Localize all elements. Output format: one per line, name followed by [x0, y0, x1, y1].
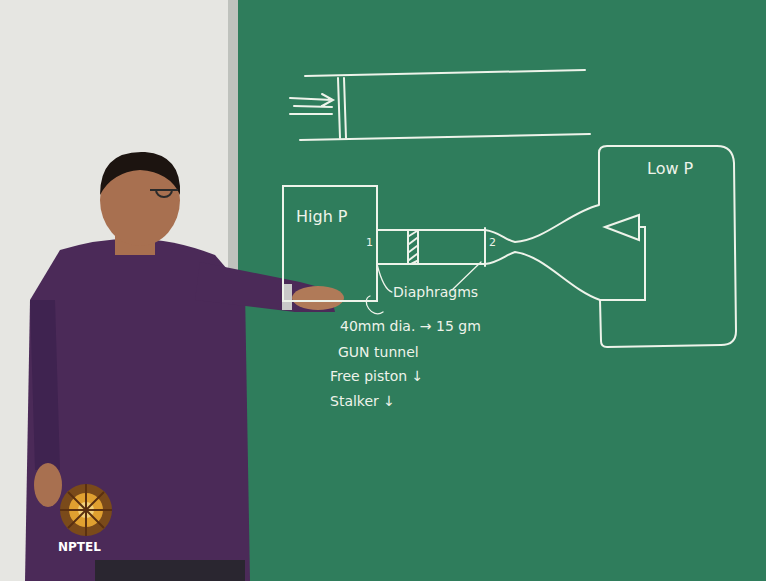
- high-pressure-box: High P: [282, 185, 378, 302]
- push-arrows: [290, 94, 333, 114]
- shock-tube: [378, 228, 485, 266]
- diaphragm-hatch: [409, 231, 417, 264]
- part-label: Diaphragms: [393, 284, 478, 300]
- note: GUN tunnel: [338, 344, 419, 360]
- text-holder: Low P: [647, 159, 693, 178]
- nptel-logo: [60, 484, 112, 536]
- chalk-drawing: [290, 70, 600, 314]
- nozzle: [485, 252, 600, 300]
- diaphragm: [408, 230, 418, 264]
- nozzle: [485, 205, 599, 242]
- tube-wall: [300, 134, 590, 140]
- logo-text: NPTEL: [58, 540, 101, 554]
- piston: [338, 78, 346, 138]
- node-text: Low P: [647, 159, 693, 178]
- note: Free piston ↓: [330, 368, 423, 384]
- callout-number: 2: [489, 236, 496, 249]
- tube-wall: [305, 70, 585, 76]
- chamber-wall: [599, 146, 736, 347]
- dimension-note: 40mm dia. → 15 gm: [340, 318, 481, 334]
- text-holder: High P: [296, 207, 348, 226]
- leader-line: [366, 296, 383, 314]
- callout-number: 1: [366, 236, 373, 249]
- model-on-sting: [600, 215, 645, 300]
- chalkboard: [238, 0, 766, 581]
- note: Stalker ↓: [330, 393, 395, 409]
- leader-line: [377, 264, 392, 292]
- low-pressure-chamber: Low P: [597, 145, 737, 347]
- node-text: High P: [296, 207, 348, 226]
